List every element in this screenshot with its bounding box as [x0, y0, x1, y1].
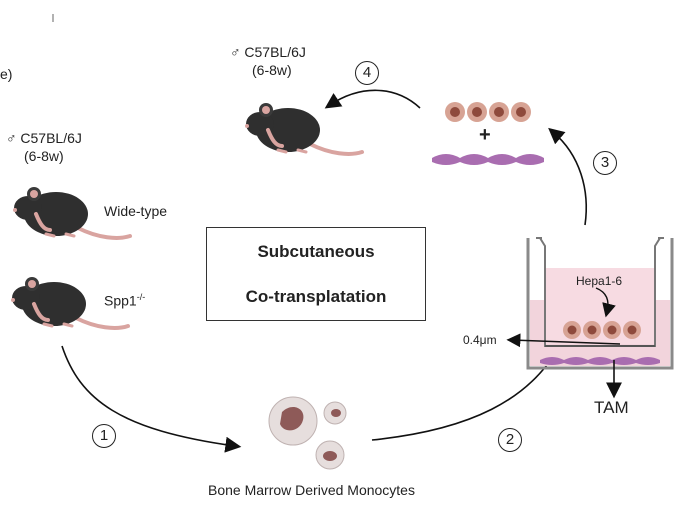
mouse-group-left-strain: ♂ C57BL/6J — [6, 130, 82, 146]
center-process-box: Subcutaneous Co-transplatation — [206, 227, 426, 321]
macrophages-row-image — [432, 154, 544, 165]
monocytes-image — [268, 396, 347, 470]
genotype-knockout-label: Spp1-/- — [104, 292, 145, 309]
pore-size-label: 0.4μm — [463, 333, 497, 347]
mouse-group-left-age: (6-8w) — [24, 148, 64, 164]
genotype-knockout-base: Spp1 — [104, 292, 137, 309]
hepa-cells-row-image — [445, 102, 531, 122]
plus-sign: + — [479, 124, 491, 146]
center-box-line-1: Subcutaneous — [257, 242, 375, 261]
mouse-group-top-age: (6-8w) — [252, 62, 292, 78]
arrow-step-3 — [548, 127, 588, 226]
hepa-cell-label: Hepa1-6 — [576, 274, 623, 288]
arrow-step-4 — [324, 89, 421, 109]
mouse-group-top-strain: ♂ C57BL/6J — [230, 44, 306, 60]
genotype-knockout-sup: -/- — [136, 292, 146, 302]
mouse-recipient-image — [243, 101, 364, 156]
tam-label: TAM — [594, 398, 629, 417]
monocytes-label: Bone Marrow Derived Monocytes — [208, 482, 415, 498]
center-box-line-2: Co-transplatation — [245, 287, 387, 306]
step-4-badge: 4 — [355, 61, 379, 85]
transwell-image — [506, 237, 674, 399]
step-1-badge: 1 — [92, 424, 116, 448]
step-2-badge: 2 — [498, 428, 522, 452]
arrow-step-1 — [61, 345, 242, 453]
step-3-badge: 3 — [593, 151, 617, 175]
genotype-wildtype-label: Wide-type — [104, 203, 168, 219]
cropped-label: e) — [0, 66, 13, 82]
